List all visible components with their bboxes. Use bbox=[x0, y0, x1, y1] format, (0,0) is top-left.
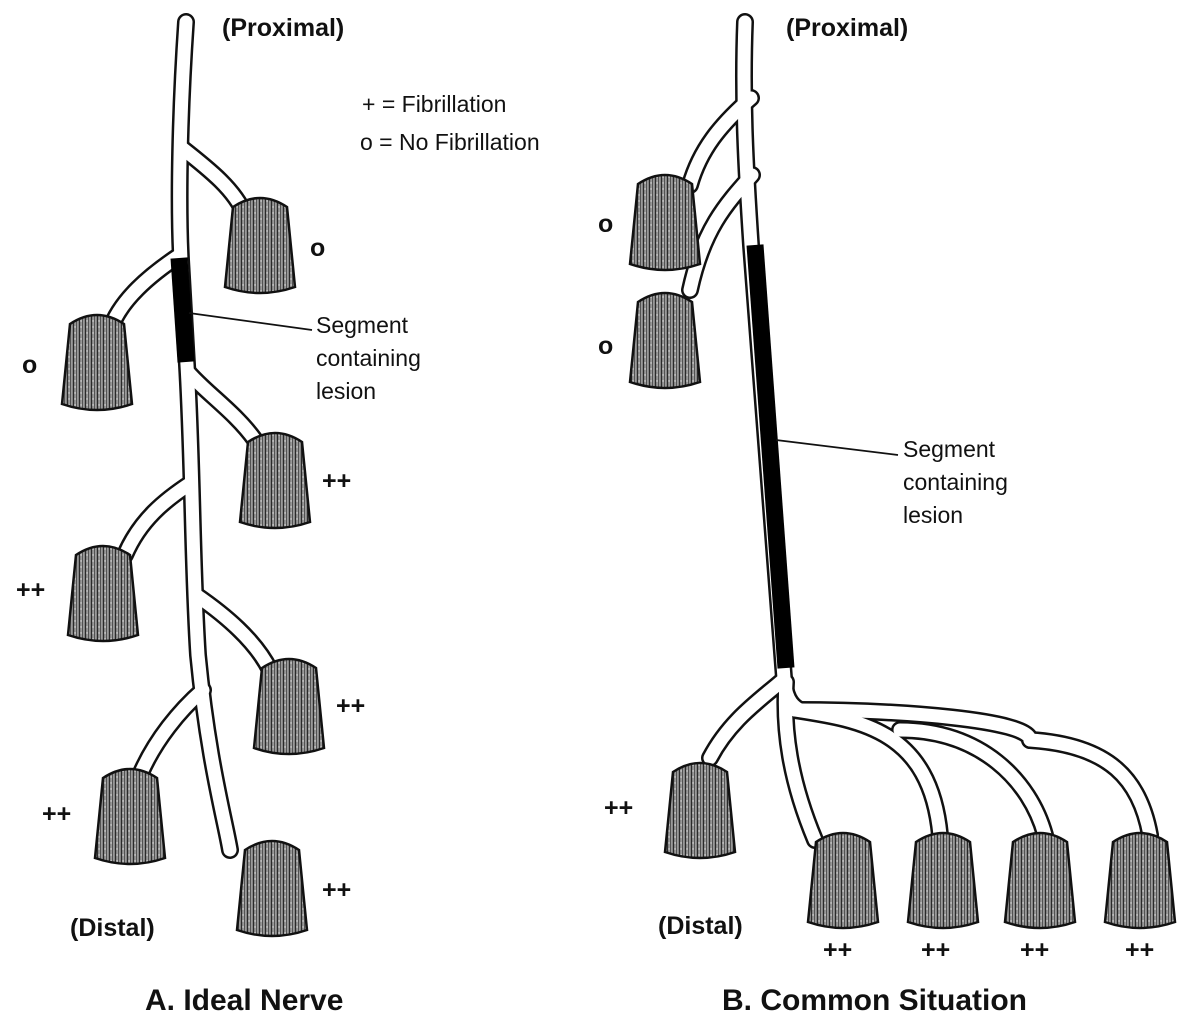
panel-b-lesion-leader bbox=[775, 439, 899, 456]
panel-a-mark-1: o bbox=[310, 234, 325, 262]
nerve-branch bbox=[893, 723, 1052, 842]
panel-a-mark-2: o bbox=[22, 351, 37, 379]
muscle bbox=[628, 291, 702, 390]
legend-fibrillation: + = Fibrillation bbox=[362, 91, 506, 117]
muscle bbox=[906, 831, 980, 930]
panel-a-nerve-tree bbox=[101, 13, 279, 859]
panel-a-lesion-label-line2: containing bbox=[316, 345, 421, 371]
panel-b-lesion-label-line2: containing bbox=[903, 469, 1008, 495]
muscle bbox=[223, 196, 297, 295]
muscle bbox=[663, 761, 737, 860]
panel-b: (Proximal) Segment containing lesion o o… bbox=[598, 13, 1177, 1017]
panel-a-mark-6: ++ bbox=[42, 800, 71, 828]
muscle bbox=[252, 657, 326, 756]
panel-b-muscles bbox=[628, 173, 1177, 930]
panel-b-mark-1: o bbox=[598, 210, 613, 238]
muscle bbox=[235, 839, 309, 938]
panel-b-lesion-segment bbox=[746, 244, 795, 669]
panel-a-caption: A. Ideal Nerve bbox=[145, 984, 343, 1017]
panel-b-mark-2: o bbox=[598, 332, 613, 360]
nerve-branch bbox=[1023, 733, 1157, 842]
muscle bbox=[1103, 831, 1177, 930]
nerve-branch bbox=[173, 15, 237, 857]
muscle bbox=[60, 313, 134, 412]
legend-no-fibrillation: o = No Fibrillation bbox=[360, 129, 540, 155]
nerve-branch bbox=[683, 91, 758, 192]
panel-a: (Proximal) + = Fibrillation o = No Fibri… bbox=[16, 13, 540, 1017]
nerve-branch bbox=[118, 476, 198, 562]
panel-b-caption: B. Common Situation bbox=[722, 984, 1027, 1017]
nerve-branch bbox=[189, 588, 277, 677]
panel-a-lesion-label-line1: Segment bbox=[316, 312, 409, 338]
panel-a-mark-4: ++ bbox=[16, 576, 45, 604]
panel-b-distal-label: (Distal) bbox=[658, 912, 743, 940]
panel-b-mark-7: ++ bbox=[1125, 936, 1154, 964]
panel-b-mark-5: ++ bbox=[921, 936, 950, 964]
panel-a-lesion-segment bbox=[170, 257, 195, 363]
panel-a-distal-label: (Distal) bbox=[70, 914, 155, 942]
panel-a-lesion-leader bbox=[188, 312, 313, 331]
muscle bbox=[66, 544, 140, 643]
muscle bbox=[93, 767, 167, 866]
nerve-branch bbox=[181, 365, 262, 447]
nerve-branch bbox=[778, 675, 822, 847]
panel-b-nerve-tree bbox=[681, 13, 1159, 849]
muscle bbox=[1003, 831, 1077, 930]
panel-a-mark-5: ++ bbox=[336, 692, 365, 720]
panel-b-lesion-label-line3: lesion bbox=[903, 502, 963, 528]
panel-b-mark-6: ++ bbox=[1020, 936, 1049, 964]
panel-b-proximal-label: (Proximal) bbox=[786, 14, 908, 42]
panel-a-mark-7: ++ bbox=[322, 876, 351, 904]
nerve-branch bbox=[683, 168, 759, 297]
panel-b-mark-4: ++ bbox=[823, 936, 852, 964]
panel-a-proximal-label: (Proximal) bbox=[222, 14, 344, 42]
muscle bbox=[238, 431, 312, 530]
panel-a-lesion-label-line3: lesion bbox=[316, 378, 376, 404]
panel-b-lesion-label-line1: Segment bbox=[903, 436, 996, 462]
nerve-branch bbox=[133, 683, 210, 782]
panel-a-mark-3: ++ bbox=[322, 467, 351, 495]
nerve-branch bbox=[788, 703, 1037, 747]
nerve-branch bbox=[703, 673, 790, 765]
panel-b-mark-3: ++ bbox=[604, 794, 633, 822]
muscle bbox=[806, 831, 880, 930]
panel-a-muscles bbox=[60, 196, 326, 938]
muscle bbox=[628, 173, 702, 272]
